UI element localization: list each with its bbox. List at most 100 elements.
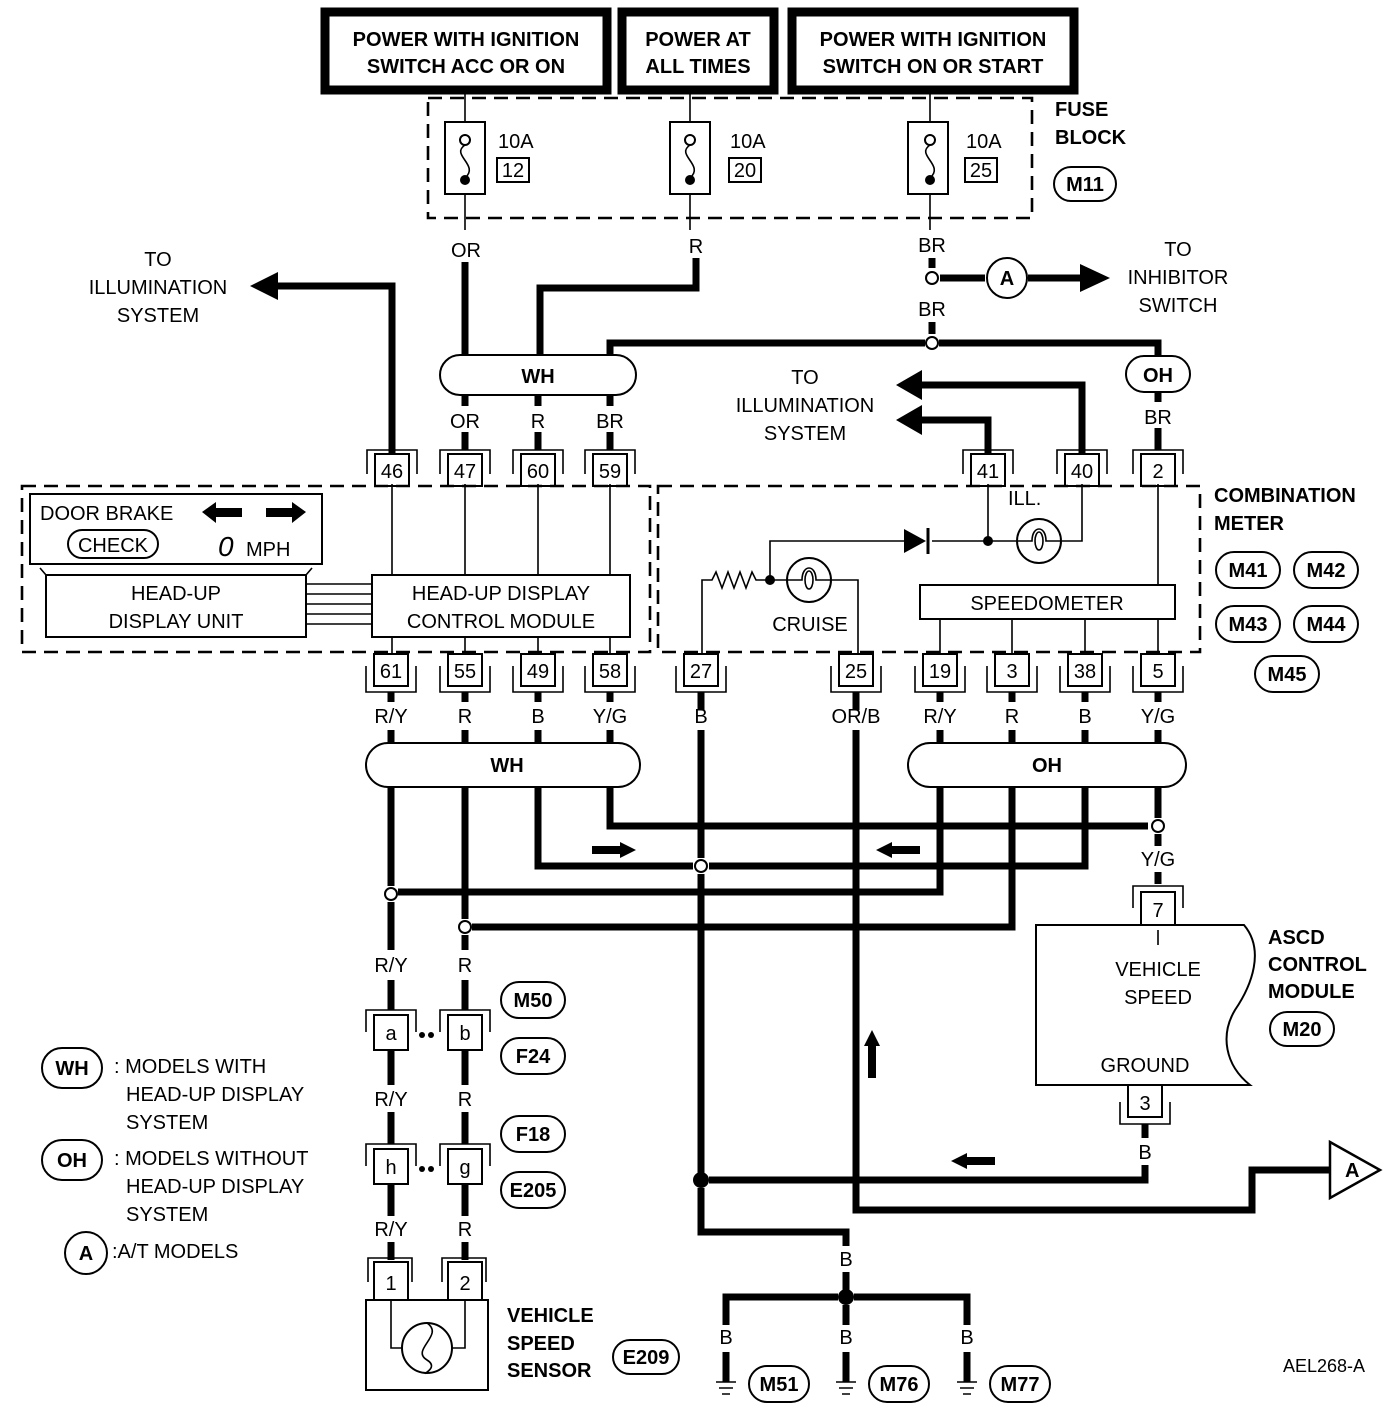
fuse-rating: 10A [966, 131, 1002, 153]
fuse-number: 20 [734, 160, 756, 182]
connector-badge-m43: M43 [1215, 605, 1281, 643]
fuse-rating: 10A [498, 131, 534, 153]
connector-id: M51 [760, 1374, 799, 1396]
power-source-label: POWER WITH IGNITION [820, 29, 1047, 51]
hud-display: DOOR BRAKE CHECK 0 MPH [29, 493, 323, 565]
sensor-coil-icon [401, 1322, 453, 1374]
svg-text:A: A [1000, 268, 1014, 290]
wire-color-label: BR [918, 235, 946, 257]
wire-illumination-40 [922, 381, 1086, 455]
inhibitor-label: INHIBITOR [1128, 267, 1229, 289]
arrow-right-icon [1080, 264, 1110, 292]
connector-badge-e209: E209 [612, 1339, 680, 1375]
ground-icon [836, 1381, 856, 1395]
wire-b-cross [534, 787, 1089, 870]
wire-r [536, 258, 700, 355]
legend-item-oh: OH : MODELS WITHOUT HEAD-UP DISPLAY SYST… [41, 1139, 308, 1226]
terminal-19: 19 [914, 653, 966, 693]
hud-display-text: DOOR BRAKE [40, 503, 173, 525]
terminal-61: 61 [365, 653, 417, 693]
terminal-7: 7 [1132, 885, 1184, 926]
wire-color-label: R [458, 706, 472, 728]
cruise-circuit [769, 540, 904, 579]
power-source-acc-on: POWER WITH IGNITION SWITCH ACC OR ON [320, 7, 612, 95]
legend-badge: OH [57, 1150, 87, 1172]
terminal-number: 7 [1152, 900, 1163, 922]
wire-harness-4 [387, 1184, 469, 1216]
terminal-number: 3 [1006, 661, 1017, 683]
terminal-58: 58 [584, 653, 636, 693]
pin-label: g [459, 1157, 470, 1179]
fuse-12: 10A 12 [444, 94, 534, 230]
connector-id: F24 [516, 1046, 551, 1068]
arrow-left-icon [250, 272, 278, 300]
wire-color-label: R/Y [374, 1219, 407, 1241]
terminal-number: 55 [454, 661, 476, 683]
power-source-label: ALL TIMES [645, 56, 750, 78]
hud-internal-wires-top [391, 484, 611, 575]
legend-text: HEAD-UP DISPLAY [126, 1084, 304, 1106]
terminal-number: 47 [454, 461, 476, 483]
arrow-left-icon [896, 370, 922, 400]
wire-br-oh [939, 339, 1162, 356]
cruise-label: CRUISE [772, 614, 848, 636]
pin-label: b [459, 1023, 470, 1045]
ascd-pin-label: SPEED [1124, 987, 1192, 1009]
terminal-number: 27 [690, 661, 712, 683]
power-source-label: SWITCH ACC OR ON [367, 56, 565, 78]
arrow-left-icon [896, 405, 922, 435]
terminal-47: 47 [439, 449, 491, 487]
ascd-title: CONTROL [1268, 954, 1367, 976]
wire-color-label: R/Y [374, 955, 407, 977]
wire-color-label: R/Y [923, 706, 956, 728]
connector-id: M41 [1229, 560, 1268, 582]
connector-badge-m11: M11 [1053, 166, 1117, 202]
legend-text: : MODELS WITH [114, 1056, 266, 1078]
junction-icon [838, 1289, 854, 1305]
wire-color-label: BR [596, 411, 624, 433]
wire-color-label: B [694, 706, 707, 728]
wire-color-label: B [1138, 1142, 1151, 1164]
wire-color-label: Y/G [1141, 849, 1175, 871]
terminal-2: 2 [1132, 449, 1184, 487]
wire-color-label: R [458, 1219, 472, 1241]
terminal-number: 46 [381, 461, 403, 483]
option-badge-a: A [986, 257, 1028, 299]
ill-circuit [932, 484, 1083, 542]
wire-color-label: R [531, 411, 545, 433]
display-mount [39, 567, 313, 576]
cruise-bulb-icon [786, 557, 832, 603]
connector-badge-m50: M50 [500, 981, 566, 1019]
ground-m51: M51 [716, 1352, 810, 1403]
fuse-25: 10A 25 [907, 94, 1002, 230]
inhibitor-label: SWITCH [1139, 295, 1218, 317]
fuse-icon [459, 144, 471, 179]
fuse-20: 10A 20 [669, 94, 766, 230]
terminal-number: 41 [977, 461, 999, 483]
wire-orb-25 [852, 730, 1330, 1214]
wire-color-label: OR [450, 411, 480, 433]
legend-badge: A [79, 1243, 93, 1265]
ill-label: ILL. [1008, 488, 1041, 510]
svg-text:OH: OH [1032, 755, 1062, 777]
flow-arrow-up-icon [864, 1030, 880, 1078]
check-label: CHECK [78, 535, 149, 557]
connector-id: M42 [1307, 560, 1346, 582]
vehicle-speed-sensor: 1 2 [365, 1257, 489, 1391]
hud-internal-wires-bottom [391, 637, 611, 658]
sensor-title: SPEED [507, 1333, 575, 1355]
terminal-27: 27 [675, 653, 727, 693]
svg-text:WH: WH [521, 366, 554, 388]
splice-icon [925, 336, 939, 350]
wire-b-ground [709, 1165, 1149, 1184]
splice-icon [458, 920, 472, 934]
terminal-number: 5 [1152, 661, 1163, 683]
connector-badge-f18: F18 [500, 1115, 566, 1153]
hud-bus-wires [306, 583, 372, 625]
terminal-number: 2 [1152, 461, 1163, 483]
hud-unit: HEAD-UP DISPLAY UNIT [45, 574, 307, 638]
